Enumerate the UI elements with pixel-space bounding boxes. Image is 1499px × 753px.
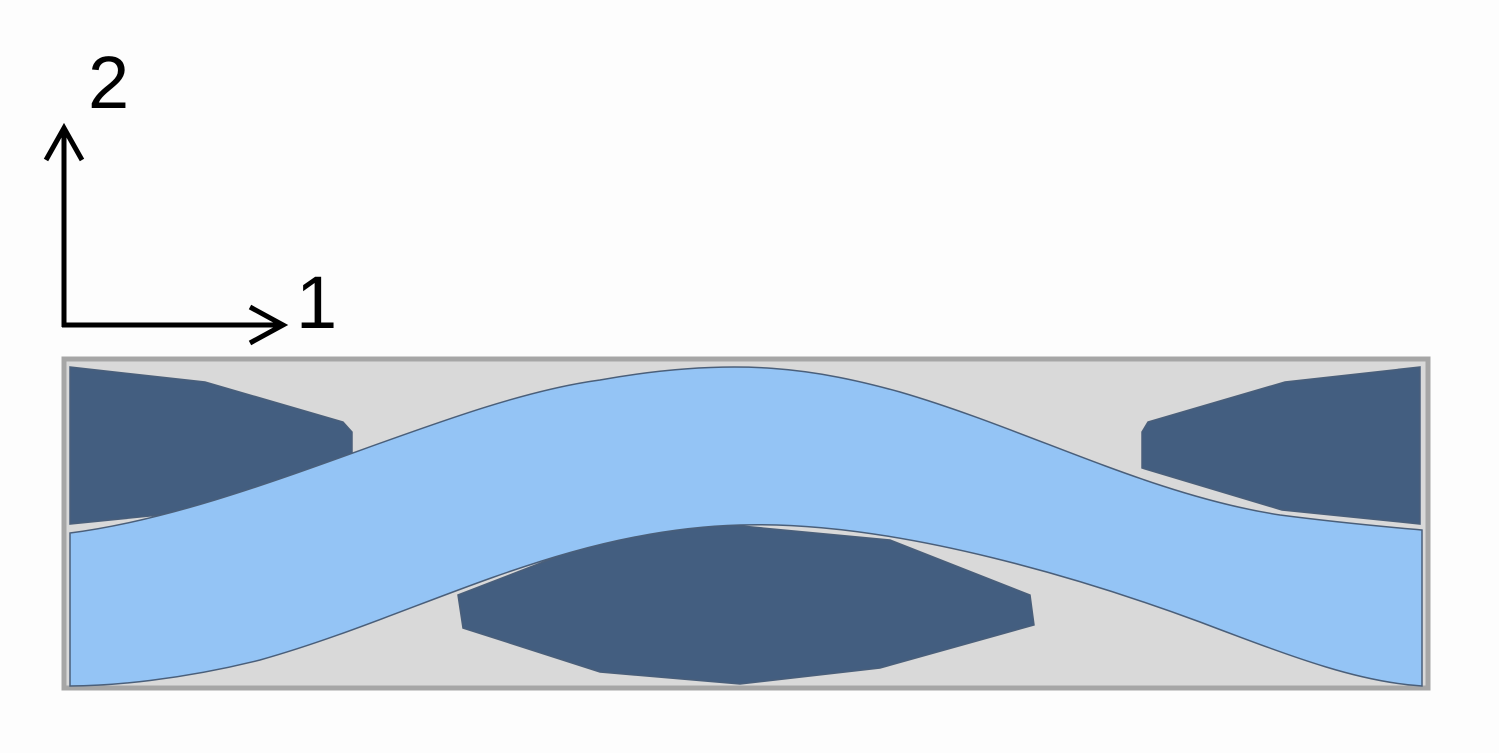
coordinate-axes: 2 1	[43, 41, 337, 346]
warp-yarn-right	[1141, 366, 1421, 525]
axis-1-label: 1	[296, 261, 337, 344]
weft-yarn-band	[69, 366, 1423, 687]
axis-2-arrowhead-icon	[43, 122, 85, 162]
axis-2-label: 2	[88, 41, 129, 124]
axis-1-arrowhead-icon	[248, 304, 289, 346]
